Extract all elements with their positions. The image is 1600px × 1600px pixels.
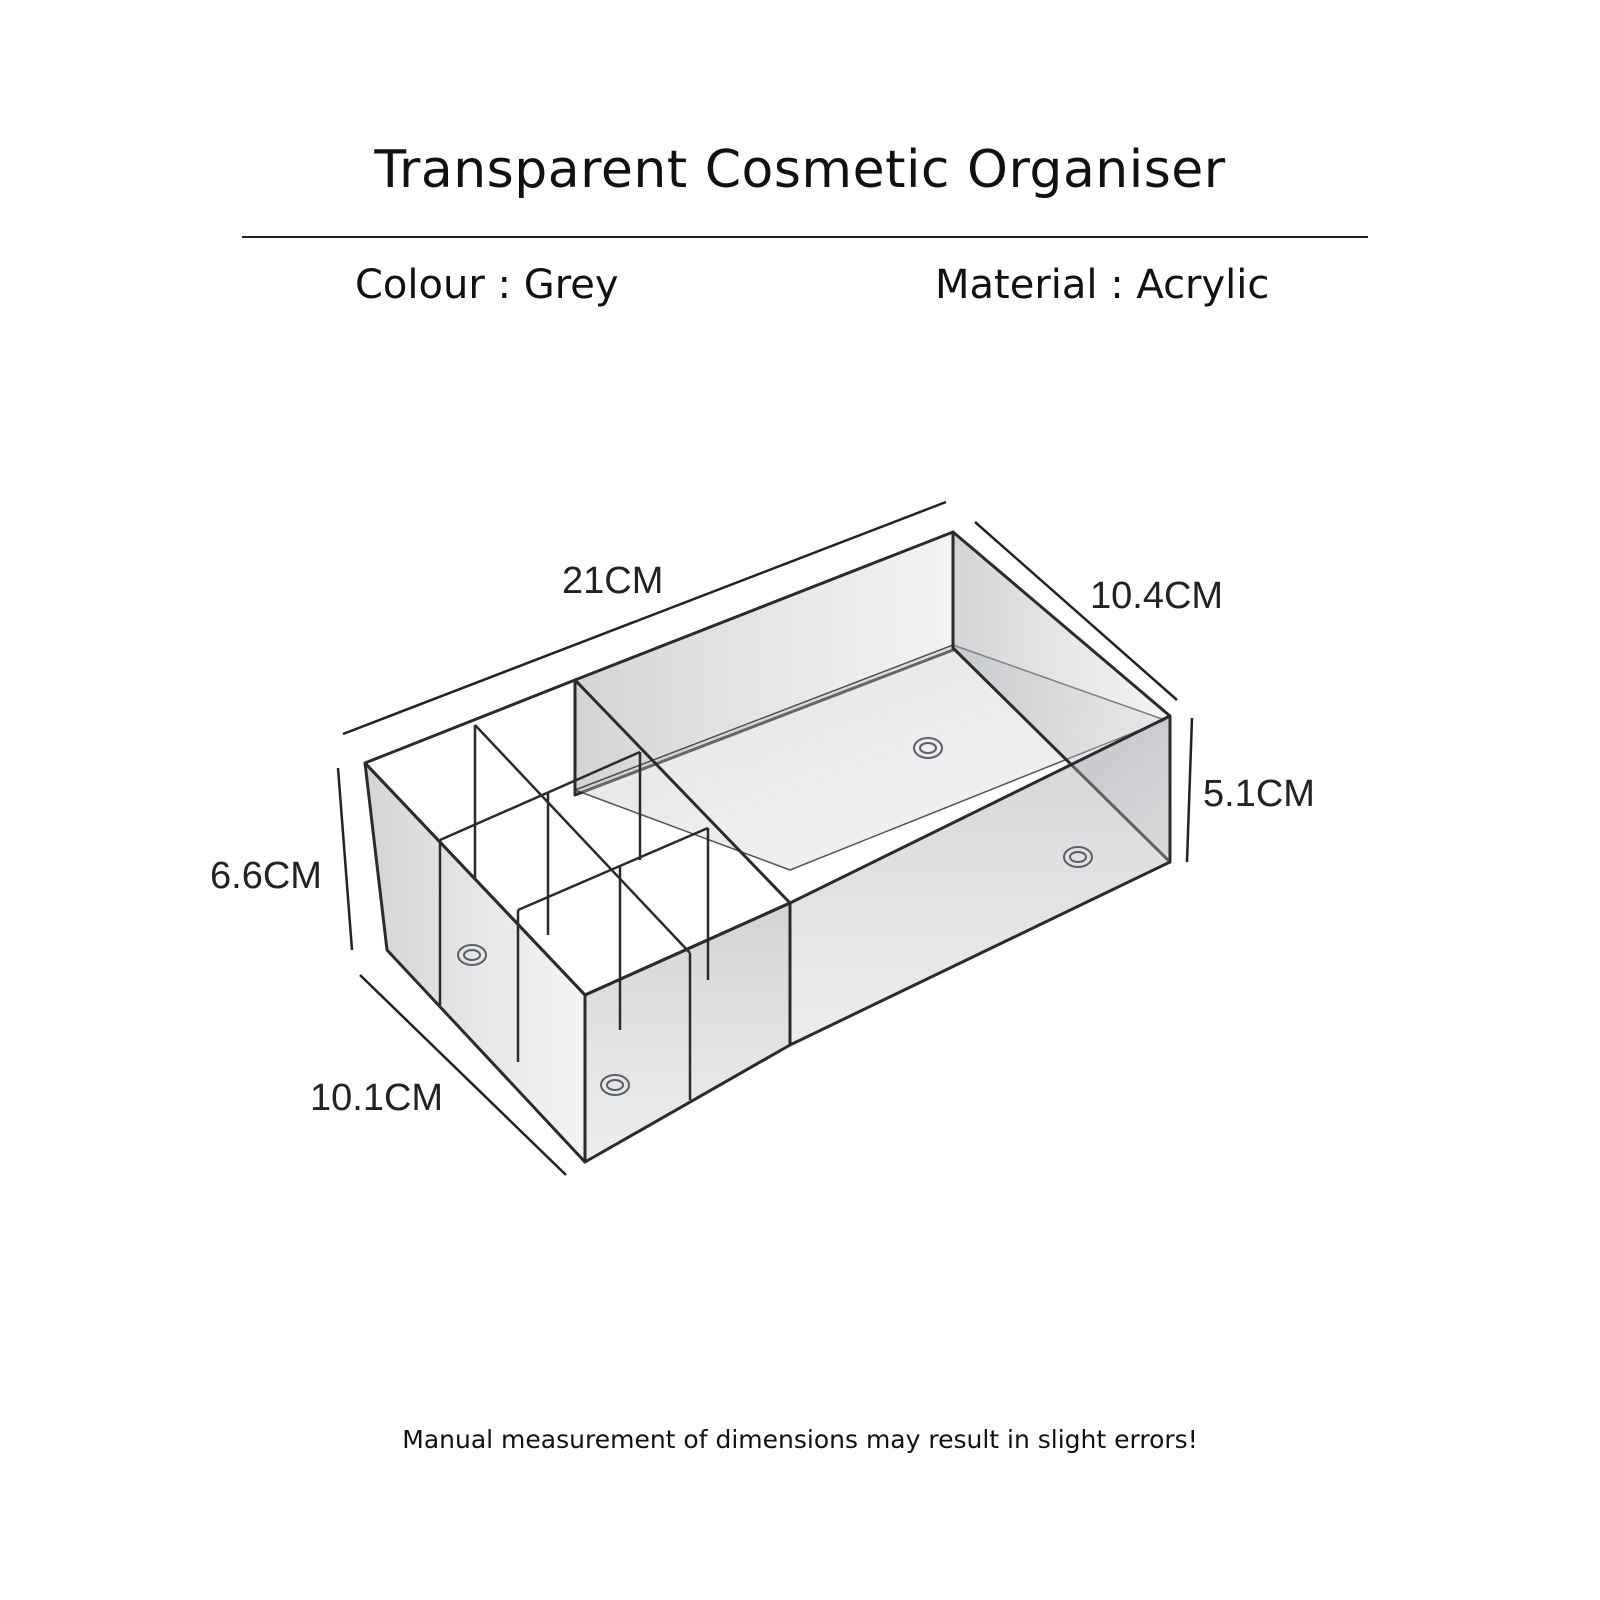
spec-material-label: Material [935,262,1136,308]
spec-colour-label: Colour [355,262,524,308]
suction-feet [457,737,1093,1096]
spec-colour: ColourGrey [355,262,619,308]
height-high-dimension-line [336,767,354,951]
length-dimension-line [342,500,947,736]
spec-material-value: Acrylic [1136,262,1270,308]
dimension-lines [336,500,1194,1176]
page-title: Transparent Cosmetic Organiser [374,140,1226,200]
depth-back-label: 10.4CM [1090,575,1223,617]
title-divider [242,236,1368,238]
small-block-rim [363,678,792,997]
depth-front-dimension-line [359,974,567,1176]
height-low-label: 5.1CM [1203,773,1315,815]
measurement-disclaimer: Manual measurement of dimensions may res… [402,1425,1198,1454]
compartment-dividers [438,724,710,1100]
height-low-dimension-line [1185,717,1194,863]
spec-colour-value: Grey [523,262,619,308]
depth-back-dimension-line [974,521,1178,701]
height-high-label: 6.6CM [210,855,322,897]
acrylic-organiser-icon [363,530,1172,1164]
depth-front-label: 10.1CM [310,1077,443,1119]
spec-material: MaterialAcrylic [935,262,1269,308]
length-label: 21CM [562,560,663,602]
small-block-front-face [583,901,792,1164]
